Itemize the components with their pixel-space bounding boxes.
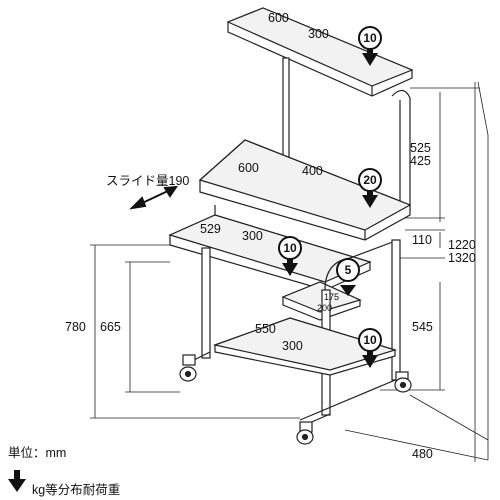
dim-gap-small: 110 [412,233,432,247]
load-note-label: kg等分布耐荷重 [32,482,120,497]
unit-label: 単位：mm [8,445,66,460]
dim-keyboard-width: 529 [200,222,221,236]
dim-slide-amount: スライド量190 [106,174,189,188]
dim-keyboard-depth: 300 [242,229,263,243]
load-arrow-icon [8,470,26,492]
dim-upper-gap-b: 425 [410,154,431,168]
dim-upper-gap-a: 525 [410,141,431,155]
legend: 単位：mm kg等分布耐荷重 [8,445,120,497]
desk-structure [168,7,414,426]
load-badge-bottom: 10 [358,328,382,368]
load-keyboard-label: 10 [283,241,297,255]
dimension-lines [90,11,489,462]
dim-overall-depth: 480 [412,447,433,461]
load-badge-mouse: 5 [336,258,360,296]
dim-middle-depth: 400 [302,164,323,178]
dim-middle-height: 780 [65,320,86,334]
dim-bottom-gap: 545 [412,320,433,334]
dim-top-depth: 300 [308,27,329,41]
dim-middle-width: 600 [238,161,259,175]
load-middle-label: 20 [363,173,377,187]
dim-bottom-width: 550 [255,322,276,336]
dim-keyboard-height: 665 [100,320,121,334]
slide-arrow-icon [129,185,178,210]
load-mouse-label: 5 [345,263,352,277]
load-badge-keyboard: 10 [278,236,302,276]
dim-total-height-b: 1320 [448,251,476,265]
dim-bottom-depth: 300 [282,339,303,353]
load-badge-middle: 20 [358,168,382,208]
dim-total-height-a: 1220 [448,238,476,252]
dim-top-width: 600 [268,11,289,25]
casters [179,354,412,445]
load-bottom-label: 10 [363,333,377,347]
load-top-label: 10 [363,31,377,45]
dimension-labels: 600 300 600 400 スライド量190 529 300 175 200… [65,11,476,461]
load-badge-top: 10 [358,26,382,66]
dim-mouse-depth: 200 [317,303,332,313]
dim-mouse-width: 175 [324,292,339,302]
